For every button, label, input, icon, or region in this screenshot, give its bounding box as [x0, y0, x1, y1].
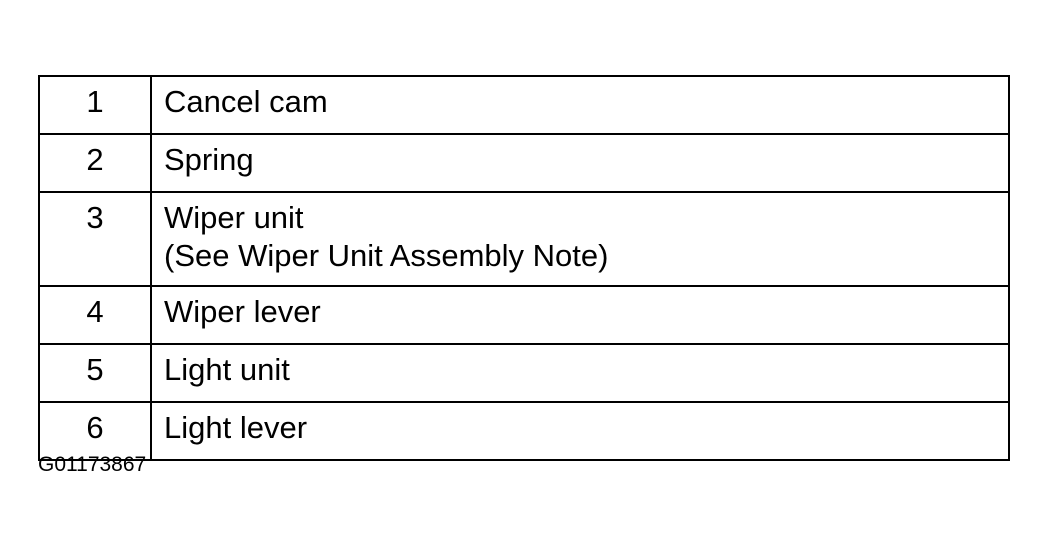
part-number: 6 — [38, 401, 152, 461]
part-description: Wiper lever — [150, 285, 1010, 345]
part-description-line: Cancel cam — [164, 84, 328, 119]
part-description-line: Light unit — [164, 352, 290, 387]
part-description-line: Wiper lever — [164, 294, 321, 329]
table-row: 6 Light lever — [38, 401, 1010, 461]
parts-legend-table: 1 Cancel cam 2 Spring 3 Wiper unit (See … — [38, 75, 1010, 461]
figure-id: G01173867 — [38, 453, 147, 476]
part-description: Spring — [150, 133, 1010, 193]
part-description: Wiper unit (See Wiper Unit Assembly Note… — [150, 191, 1010, 287]
part-description: Light lever — [150, 401, 1010, 461]
part-number: 5 — [38, 343, 152, 403]
part-number: 4 — [38, 285, 152, 345]
part-number: 2 — [38, 133, 152, 193]
part-description: Light unit — [150, 343, 1010, 403]
part-description-note: (See Wiper Unit Assembly Note) — [164, 238, 609, 273]
table-row: 3 Wiper unit (See Wiper Unit Assembly No… — [38, 191, 1010, 287]
part-number: 1 — [38, 75, 152, 135]
part-description-line: Light lever — [164, 410, 308, 445]
table-row: 1 Cancel cam — [38, 75, 1010, 135]
table-row: 4 Wiper lever — [38, 285, 1010, 345]
table-row: 2 Spring — [38, 133, 1010, 193]
part-description: Cancel cam — [150, 75, 1010, 135]
part-description-line: Spring — [164, 142, 254, 177]
part-number: 3 — [38, 191, 152, 287]
part-description-line: Wiper unit — [164, 200, 304, 235]
table-row: 5 Light unit — [38, 343, 1010, 403]
